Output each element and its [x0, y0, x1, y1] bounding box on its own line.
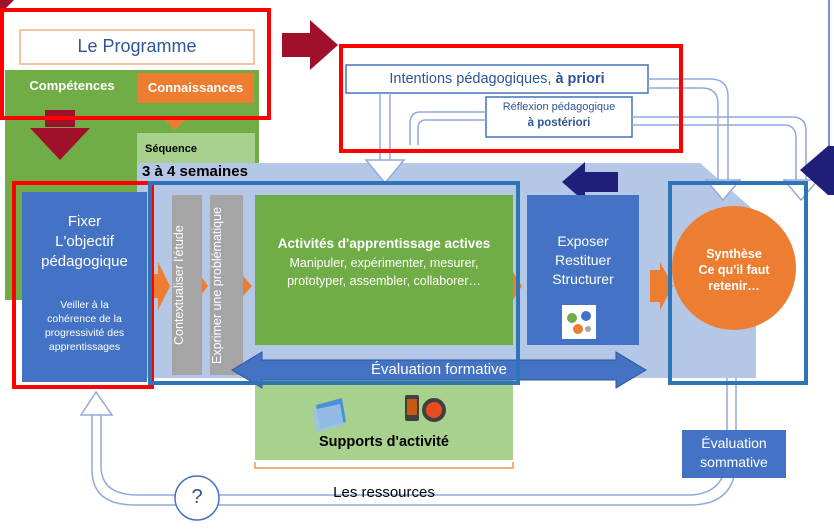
puzzle-image: [562, 305, 596, 339]
intentions-arrowhead: [364, 159, 406, 185]
highlight-activites: [148, 181, 520, 385]
programme-title: Le Programme: [77, 36, 197, 56]
sequence-duration: 3 à 4 semaines: [142, 163, 248, 180]
competences-label: Compétences: [29, 78, 115, 93]
synthese-label: Synthèse Ce qu'il faut retenir…: [672, 246, 796, 294]
sequence-label: Séquence: [145, 143, 197, 155]
synthese-circle: [672, 206, 796, 330]
connaissances-down-arrow: [163, 118, 187, 130]
reflexion-line1: Réflexion pédagogique: [502, 101, 616, 113]
contextualiser-label: Contextualiser l'étude: [172, 225, 186, 345]
evaluation-sommative-line2: sommative: [700, 454, 768, 470]
evaluation-sommative-line1: Évaluation: [701, 435, 767, 451]
exposer-line1: Exposer: [557, 233, 609, 249]
highlight-intentions: [339, 44, 683, 153]
reflexion-left-line: [409, 111, 486, 145]
highlight-synthese: [668, 181, 808, 385]
supports-panel: [255, 378, 513, 460]
intentions-label: Intentions pédagogiques, à priori: [346, 71, 648, 87]
ressources-label: Les ressources: [333, 484, 435, 501]
intentions-prefix: Intentions pédagogiques,: [389, 71, 552, 87]
contextualiser-box: [172, 195, 202, 375]
objectif-note-line3: progressivité des: [44, 327, 125, 339]
objectif-title: Fixer L'objectif pédagogique: [22, 212, 147, 272]
activites-title: Activités d'apprentissage actives: [277, 236, 491, 251]
synthese-line1: Synthèse: [706, 247, 762, 261]
synthese-line3: retenir…: [708, 279, 760, 293]
connaissances-label: Connaissances: [147, 80, 244, 95]
reflexion-box: [485, 96, 633, 138]
objectif-box: [22, 192, 147, 382]
reflexion-right-line-2: [632, 124, 797, 180]
objectif-note: Veiller à la cohérence de la progressivi…: [22, 298, 147, 354]
exposer-arrow: [650, 262, 673, 310]
connaissances-tab: [137, 73, 254, 103]
supports-label: Supports d'activité: [319, 434, 449, 450]
programme-title-box: [19, 29, 255, 65]
evaluation-formative-label: Évaluation formative: [371, 361, 507, 378]
objectif-title-line2: L'objectif: [55, 233, 114, 250]
evaluation-sommative-label: Évaluation sommative: [682, 434, 786, 472]
competences-down-arrow: [30, 128, 90, 160]
intentions-right-line-2: [648, 87, 719, 180]
reflexion-line2: à postériori: [527, 117, 591, 129]
ressources-brace: [254, 462, 514, 469]
objectif-title-line3: pédagogique: [41, 253, 128, 270]
objectif-note-line2: cohérence de la: [47, 313, 122, 325]
evaluation-sommative-box: [682, 430, 786, 478]
objectif-note-line4: apprentissages: [48, 341, 121, 353]
navy-arrow-left: [562, 162, 618, 202]
activites-box: [255, 195, 513, 345]
programme-to-intentions-arrow: [282, 20, 338, 70]
return-loop-line: [91, 378, 737, 506]
activites-line2: prototyper, assembler, collaborer…: [287, 274, 481, 288]
intentions-right-line: [648, 78, 729, 180]
navy-arrow-right: [800, 146, 834, 195]
objectif-note-line1: Veiller à la: [60, 299, 109, 311]
exposer-line3: Structurer: [552, 271, 614, 287]
exposer-label: Exposer Restituer Structurer: [527, 232, 639, 289]
highlight-programme: [0, 8, 271, 120]
question-mark: ?: [191, 486, 203, 508]
reflexion-left-line-2: [417, 119, 486, 145]
return-arrowhead: [79, 390, 114, 416]
exprimer-box: [210, 195, 243, 375]
intentions-emphasis: à priori: [555, 71, 605, 87]
question-circle: [174, 475, 220, 521]
synthese-line2: Ce qu'il faut: [698, 263, 770, 277]
exprimer-label: Exprimer une problématique: [210, 206, 224, 364]
objectif-title-line1: Fixer: [67, 213, 102, 230]
contextualiser-arrow: [202, 278, 208, 294]
exprimer-arrow: [243, 276, 252, 296]
activites-line1: Manipuler, expérimenter, mesurer,: [289, 256, 479, 270]
exposer-line2: Restituer: [554, 252, 612, 268]
reflexion-right-line: [632, 116, 807, 180]
